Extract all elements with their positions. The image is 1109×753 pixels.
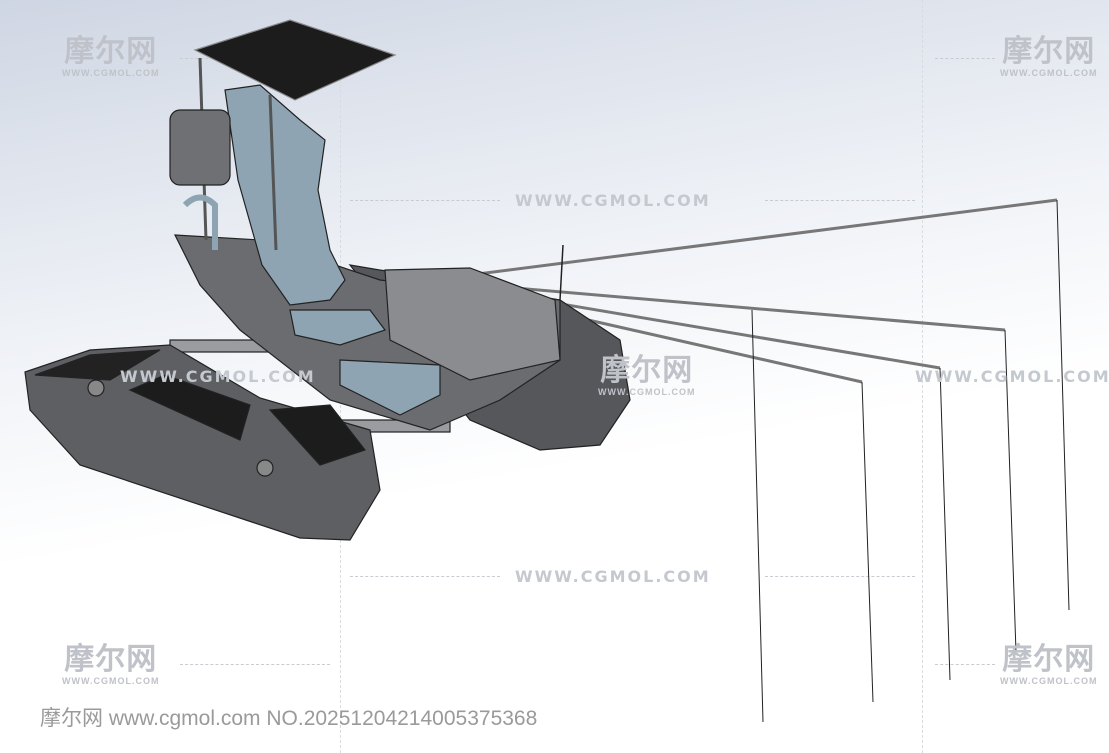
watermark-url: WWW.CGMOL.COM <box>915 367 1109 386</box>
guide-line <box>922 0 923 753</box>
watermark-url: WWW.CGMOL.COM <box>515 191 711 210</box>
footer-id-text: 摩尔网 www.cgmol.com NO.2025120421400537536… <box>40 707 538 730</box>
watermark-url: WWW.CGMOL.COM <box>120 367 316 386</box>
watermark-url: WWW.CGMOL.COM <box>515 567 711 586</box>
